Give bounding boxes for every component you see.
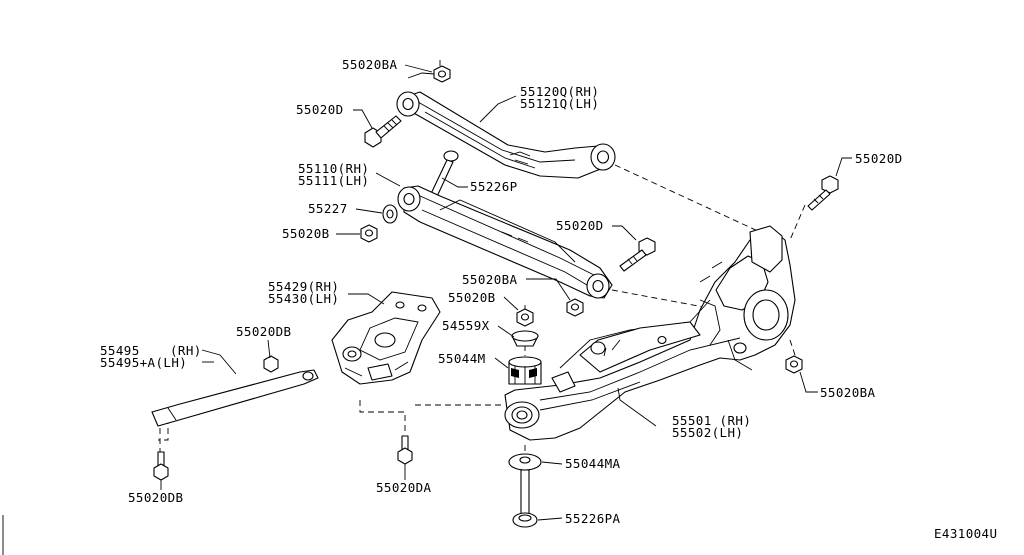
nut-55020BA-top — [407, 65, 451, 83]
label-55120Q: 55120Q(RH) — [520, 84, 599, 99]
upper-link-55120Q — [396, 91, 616, 179]
bushing-55044MA — [508, 453, 542, 471]
nut-55020BA-mid — [566, 298, 584, 317]
bolt-55020DB-bottom — [153, 451, 169, 481]
label-55226PA: 55226PA — [565, 511, 621, 526]
bolt-55226P — [427, 150, 459, 204]
label-55020BA-top: 55020BA — [342, 57, 398, 72]
leader-lines — [160, 64, 852, 521]
washer-55227 — [382, 204, 398, 224]
nut-55020B-mid — [516, 308, 534, 327]
label-55111: 55111(LH) — [298, 173, 369, 188]
washer-54559X — [511, 330, 539, 347]
label-55020B-left: 55020B — [282, 226, 330, 241]
nut-55020B-left — [360, 224, 378, 243]
label-55020B-mid: 55020B — [448, 290, 496, 305]
bolt-55020D-mid — [619, 237, 656, 272]
label-55227: 55227 — [308, 201, 348, 216]
bolt-55226PA — [512, 469, 538, 528]
label-55020BA-mid: 55020BA — [462, 272, 518, 287]
label-55502: 55502(LH) — [672, 425, 743, 440]
label-55121Q: 55121Q(LH) — [520, 96, 599, 111]
label-55429: 55429(RH) — [268, 279, 339, 294]
stay-55495 — [151, 369, 319, 427]
part-number-labels: 55020BA 55120Q(RH) 55121Q(LH) 55020D 551… — [100, 57, 997, 541]
label-55020DA: 55020DA — [376, 480, 432, 495]
label-55495: 55495 — [100, 343, 140, 358]
bracket-55429 — [331, 291, 441, 385]
label-55495-rh: (RH) — [170, 343, 202, 358]
nut-55020BA-right — [785, 355, 803, 374]
label-55020D-left: 55020D — [296, 102, 344, 117]
label-55430: 55430(LH) — [268, 291, 339, 306]
label-55226P: 55226P — [470, 179, 518, 194]
label-55020DB-top: 55020DB — [236, 324, 291, 339]
bolt-55020DB-top — [263, 355, 279, 373]
label-55020D-mid: 55020D — [556, 218, 604, 233]
diagram-code: E431004U — [934, 526, 997, 541]
lower-link-55110 — [397, 185, 613, 299]
label-54559X: 54559X — [442, 318, 490, 333]
bolt-55020DA — [397, 435, 413, 465]
bolt-55020D-right — [807, 175, 839, 211]
label-55020BA-right: 55020BA — [820, 385, 876, 400]
label-55044MA: 55044MA — [565, 456, 621, 471]
label-55020DB-bottom: 55020DB — [128, 490, 183, 505]
label-55110: 55110(RH) — [298, 161, 369, 176]
rear-suspension-member-55501 — [504, 225, 796, 441]
label-55020D-right: 55020D — [855, 151, 903, 166]
label-55501: 55501 (RH) — [672, 413, 751, 428]
bolt-55020D-left — [364, 115, 402, 148]
label-55495A: 55495+A(LH) — [100, 355, 187, 370]
bushing-55044M — [508, 356, 542, 385]
label-55044M: 55044M — [438, 351, 486, 366]
